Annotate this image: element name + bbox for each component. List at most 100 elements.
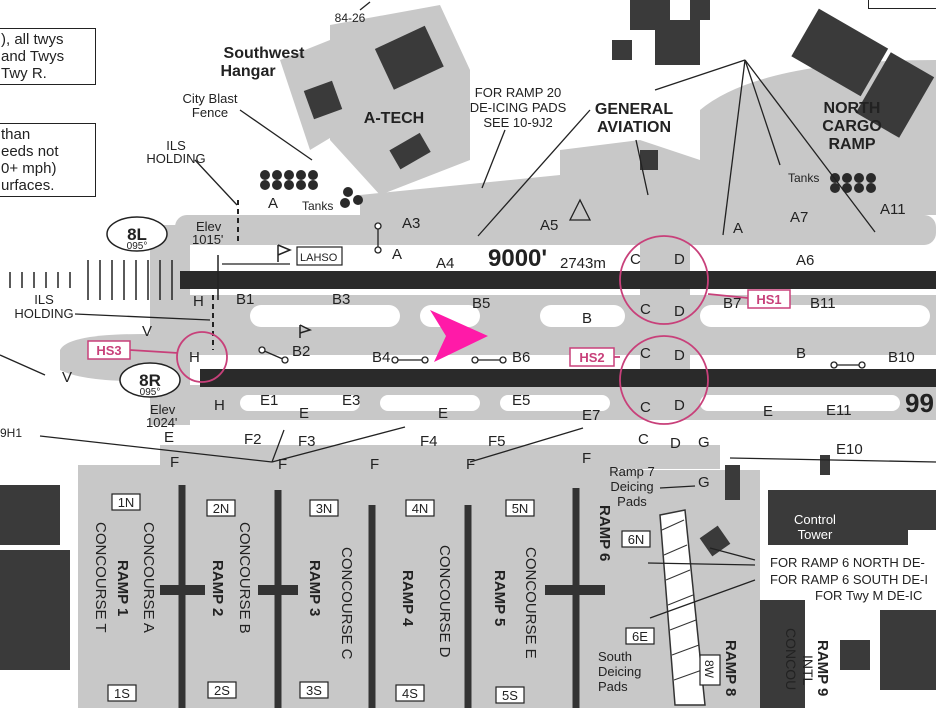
twy-a4: A4 [436, 255, 454, 272]
control-tower [699, 525, 731, 557]
control-tower-building [768, 490, 908, 545]
ramp9-label: RAMP 9 [814, 640, 831, 696]
lahso-sign-box [296, 246, 343, 266]
twy-a3: A3 [402, 215, 420, 232]
hs3-box [87, 340, 131, 360]
twy-b-1: B [582, 310, 592, 327]
ramp20-note-line2: DE-ICING PADS [470, 100, 567, 115]
twy-b2: B2 [292, 343, 310, 360]
note-box-2: than eeds not 0+ mph) urfaces. [0, 123, 96, 197]
ils-holding-north-line2: HOLDING [146, 151, 205, 166]
ramp6-label: RAMP 6 [596, 505, 613, 561]
deicing-hatch-lines [661, 519, 703, 681]
twy-b6: B6 [512, 349, 530, 366]
island-10 [400, 425, 470, 439]
southwest-hangar-building [303, 80, 343, 120]
island-4 [700, 305, 930, 327]
runway-8r-26l [200, 369, 936, 387]
twy-g-1: G [698, 434, 710, 451]
island-11 [500, 425, 570, 439]
twy-e11: E11 [826, 402, 852, 419]
position-arrow [430, 310, 488, 362]
ramp2-north-box: 2N [213, 501, 230, 516]
ramp7-deicing-line3: Pads [617, 494, 647, 509]
runway-number-right: 99 [905, 388, 934, 418]
building-east-1 [905, 490, 936, 530]
ramp5-north-box: 5N [512, 501, 529, 516]
note2-line4: urfaces. [1, 177, 55, 194]
general-aviation-apron [560, 140, 700, 215]
twy-e-2: E [438, 405, 448, 422]
twy-h-3: H [214, 397, 225, 414]
deicing-hatched-area [659, 509, 706, 706]
hs1-label: HS1 [756, 292, 781, 307]
runway-8l-label: 8L [127, 225, 147, 244]
hotspot-circles [129, 235, 749, 425]
concourse-a-label: CONCOURSE A [140, 522, 157, 633]
island-7 [500, 395, 610, 411]
ramp3-label: RAMP 3 [306, 560, 323, 616]
elev-8r-label: Elev [150, 402, 176, 417]
ga-building-5 [690, 0, 710, 20]
island-3 [540, 305, 625, 327]
twy-a6: A6 [796, 252, 814, 269]
approach-lights-8l [9, 260, 173, 300]
concourse-d-label: CONCOURSE D [436, 545, 453, 658]
ramp6-north-box: 6N [628, 532, 645, 547]
note1-line2: and Twys [1, 48, 65, 65]
hs1-box [747, 289, 791, 309]
ramp8-label: RAMP 8 [722, 640, 739, 696]
elev-8l-value: 1015' [192, 232, 223, 247]
ramp2-south-box: 2S [214, 683, 230, 698]
hs3-label: HS3 [96, 343, 121, 358]
twy-f2: F2 [244, 431, 262, 448]
twy-f-2: F [278, 456, 287, 473]
ramp20-note-line3: SEE 10-9J2 [483, 115, 552, 130]
tanks-label-west: Tanks [302, 199, 333, 213]
hotspot-hs2-circle [619, 335, 709, 425]
ramp8-west-box: 8W [702, 660, 716, 679]
island-1 [250, 305, 400, 327]
twy-f-3: F [370, 456, 379, 473]
twy-e5: E5 [512, 392, 530, 409]
taxiway-labels: A A A A3 A4 A5 A6 A7 A11 B B B1 B2 B3 B4… [62, 195, 915, 491]
note1-line3: Twy R. [1, 65, 47, 82]
twy-e3: E3 [342, 392, 360, 409]
twy-d-1: D [674, 251, 685, 268]
atech-building-2 [389, 132, 431, 170]
twy-b3: B3 [332, 291, 350, 308]
runway-8r-badge [119, 362, 181, 398]
grass-islands [240, 305, 930, 439]
twy-d-3: D [674, 347, 685, 364]
ramp7-deicing-line1: Ramp 7 [609, 464, 655, 479]
building-ramp9 [840, 640, 870, 670]
concourse-c-label: CONCOURSE C [338, 547, 355, 660]
twy-c-3: C [640, 345, 651, 362]
hold-bars [258, 222, 866, 369]
ramp-labels: 1N 2N 3N 4N 5N 6N 6E 8W 1S 2S 3S 4S 5S R… [92, 493, 721, 704]
runway-length-ft: 9000' [488, 245, 547, 272]
island-2 [420, 305, 480, 327]
twy-e1: E1 [260, 392, 278, 409]
note2-line2: eeds not [1, 143, 59, 160]
runway-length-m: 2743m [560, 255, 606, 272]
runway-8l-badge [106, 216, 168, 252]
ils-holding-south-line2: HOLDING [14, 306, 73, 321]
south-deicing-line1: South [598, 649, 632, 664]
building-ramp8 [760, 600, 805, 708]
twy-h-1: H [193, 293, 204, 310]
general-aviation-line2: AVIATION [597, 119, 671, 136]
connector-b5-b6 [470, 295, 550, 355]
ramp6-note-line3: FOR Twy M DE-IC [815, 588, 922, 603]
twy-d-5: D [670, 435, 681, 452]
twy-b10: B10 [888, 349, 915, 366]
twy-e-1: E [299, 405, 309, 422]
twy-c-2: C [640, 301, 651, 318]
twy-c-5: C [638, 431, 649, 448]
building-e10 [820, 455, 830, 475]
blast-fence-line1: City Blast [183, 91, 238, 106]
ramp6-note-line1: FOR RAMP 6 NORTH DE- [770, 555, 925, 570]
south-deicing-line2: Deicing [598, 664, 641, 679]
